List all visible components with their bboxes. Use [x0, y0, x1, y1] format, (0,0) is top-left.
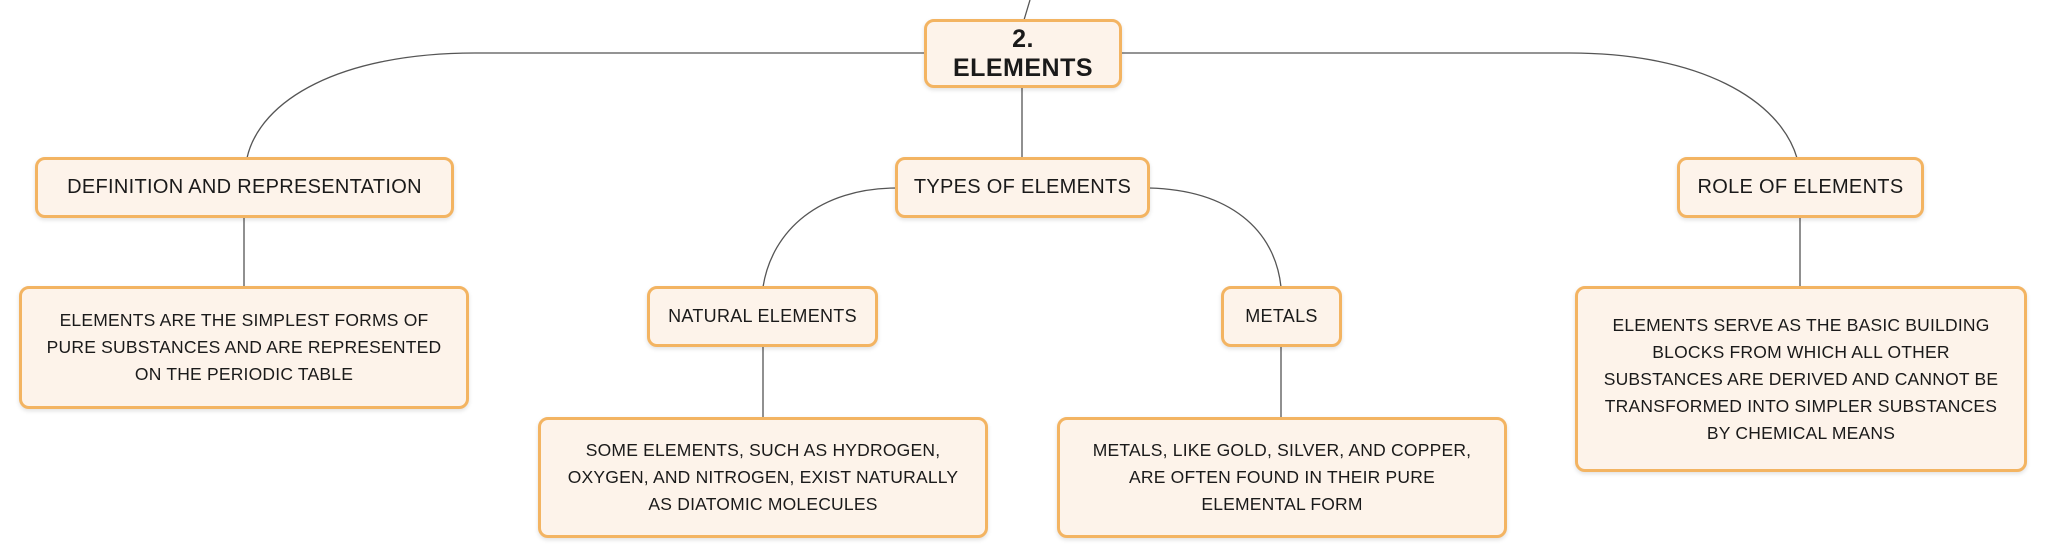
natural-elements-detail-text: SOME ELEMENTS, SUCH AS HYDROGEN, OXYGEN,…	[567, 440, 959, 514]
natural-elements-detail-node[interactable]: SOME ELEMENTS, SUCH AS HYDROGEN, OXYGEN,…	[538, 417, 988, 538]
role-detail-text: ELEMENTS SERVE AS THE BASIC BUILDING BLO…	[1603, 314, 1999, 443]
connector-root-to-definition	[246, 52, 925, 159]
branch-definition-node[interactable]: DEFINITION AND REPRESENTATION	[35, 157, 454, 218]
natural-elements-node[interactable]: NATURAL ELEMENTS	[647, 286, 878, 347]
branch-types-label: TYPES OF ELEMENTS	[913, 176, 1132, 198]
branch-definition-label: DEFINITION AND REPRESENTATION	[67, 176, 422, 198]
branch-role-label: ROLE OF ELEMENTS	[1697, 176, 1904, 198]
definition-detail-text: ELEMENTS ARE THE SIMPLEST FORMS OF PURE …	[46, 310, 442, 384]
connector-parent-to-root	[1023, 0, 1031, 21]
natural-elements-label: NATURAL ELEMENTS	[668, 306, 857, 326]
connector-root-to-role	[1120, 52, 1798, 159]
metals-node[interactable]: METALS	[1221, 286, 1342, 347]
branch-role-node[interactable]: ROLE OF ELEMENTS	[1677, 157, 1924, 218]
metals-label: METALS	[1245, 306, 1318, 326]
metals-detail-node[interactable]: METALS, LIKE GOLD, SILVER, AND COPPER, A…	[1057, 417, 1507, 538]
root-node[interactable]: 2. ELEMENTS	[924, 19, 1122, 88]
connector-types-to-metals	[1148, 187, 1282, 288]
branch-types-node[interactable]: TYPES OF ELEMENTS	[895, 157, 1150, 218]
definition-detail-node[interactable]: ELEMENTS ARE THE SIMPLEST FORMS OF PURE …	[19, 286, 469, 409]
connector-types-to-natural	[762, 187, 898, 288]
role-detail-node[interactable]: ELEMENTS SERVE AS THE BASIC BUILDING BLO…	[1575, 286, 2027, 472]
metals-detail-text: METALS, LIKE GOLD, SILVER, AND COPPER, A…	[1092, 440, 1472, 514]
root-node-label: 2. ELEMENTS	[952, 24, 1094, 82]
